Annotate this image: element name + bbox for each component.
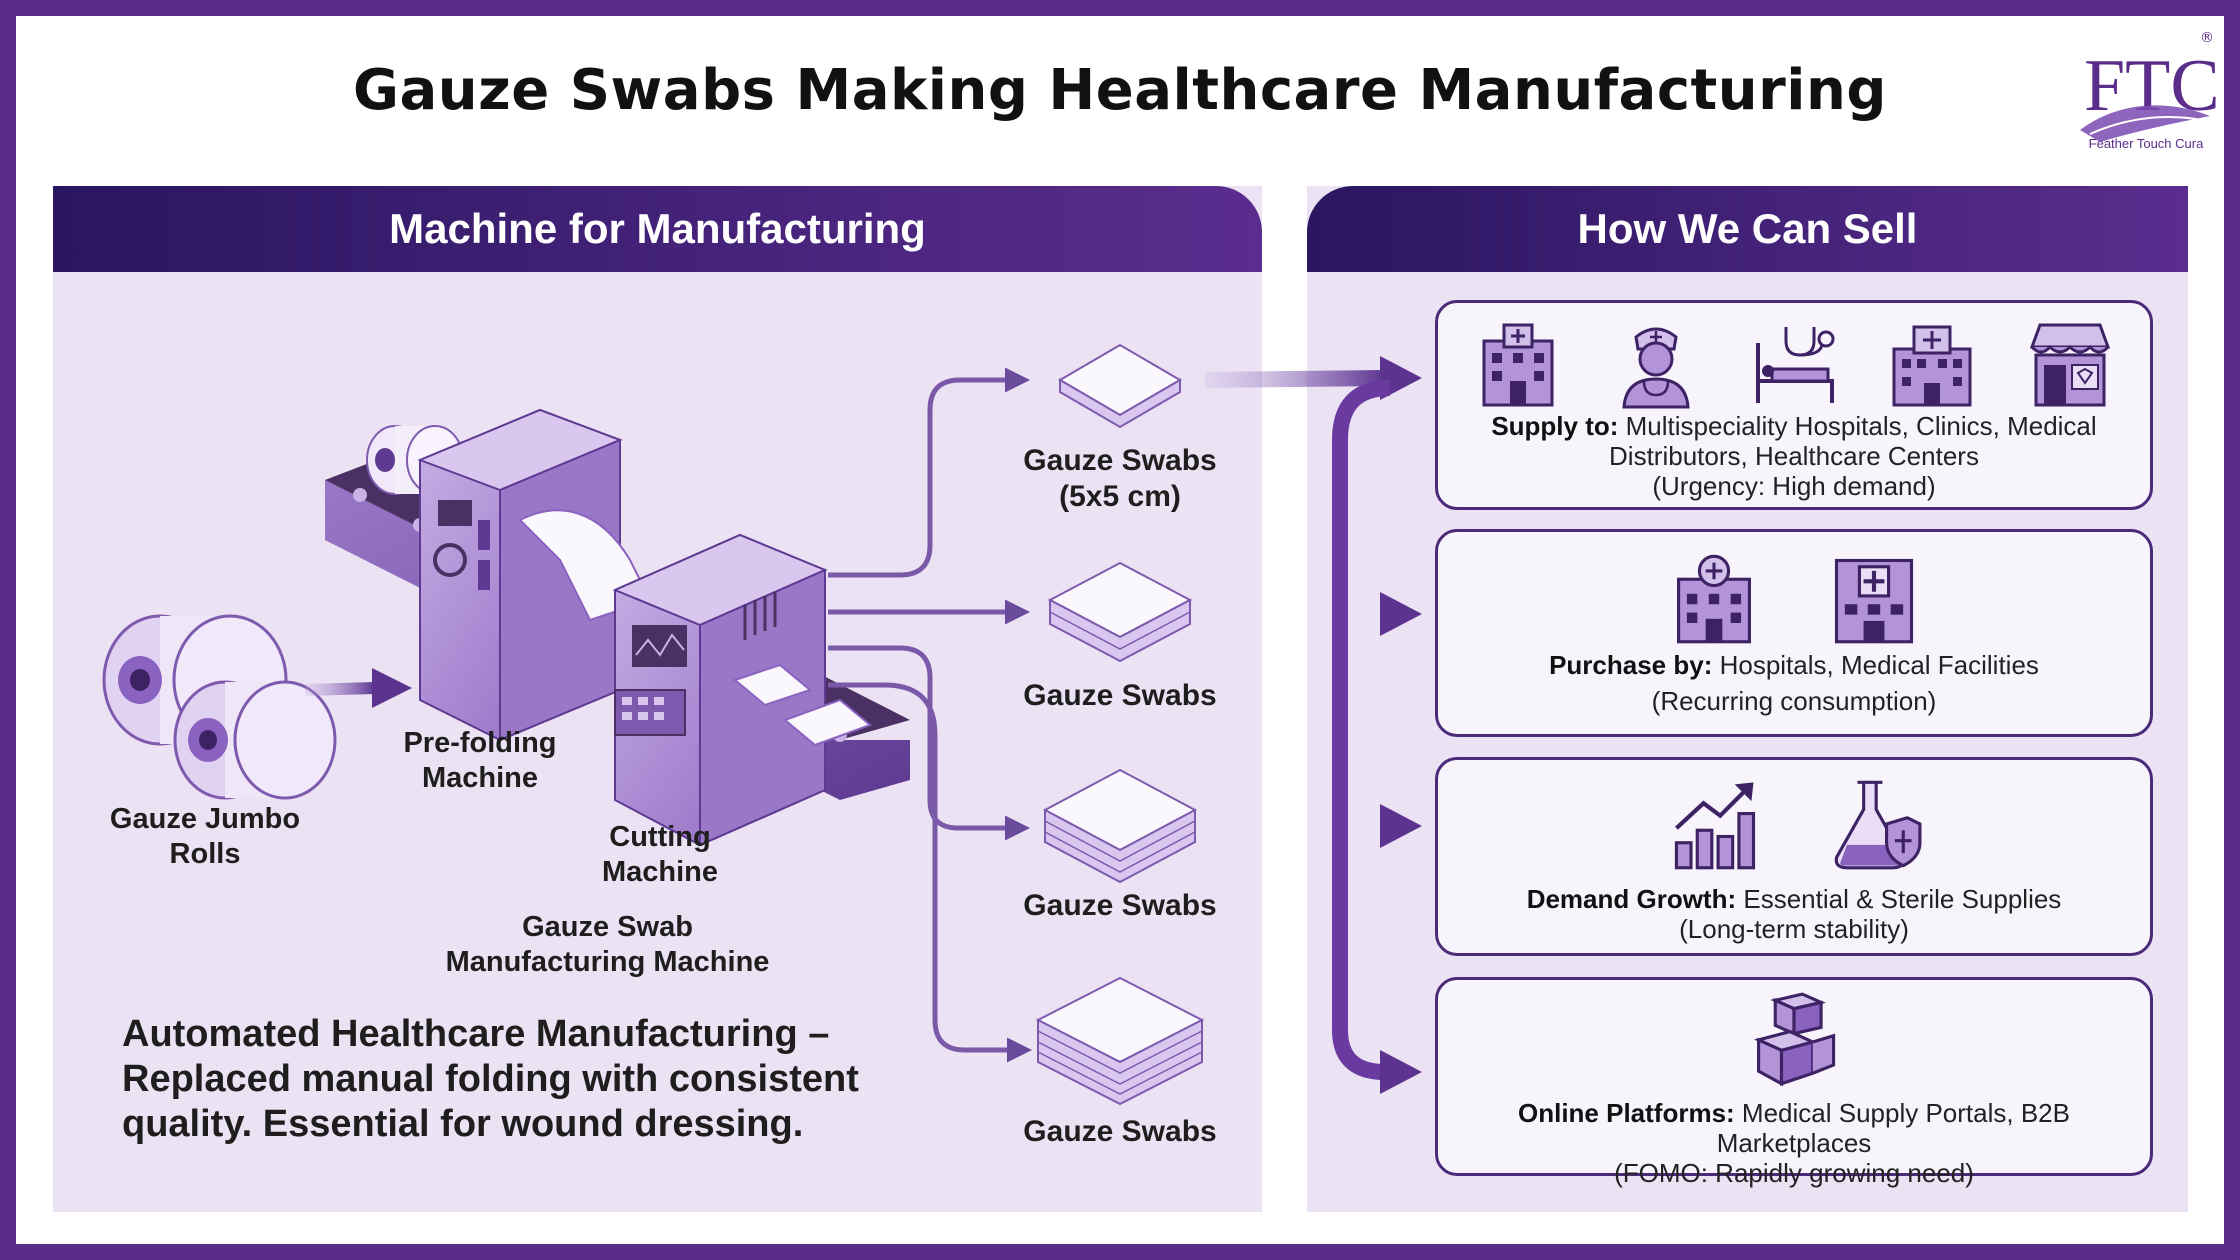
bed-stethoscope-icon — [1756, 327, 1835, 403]
sell-card-purchase-line-1-text: Hospitals, Medical Facilities — [1712, 650, 2039, 680]
sell-card-purchase-text: Purchase by: Hospitals, Medical Faciliti… — [1438, 650, 2150, 716]
store-icon — [2029, 323, 2111, 407]
sell-card-growth-line-1-text: Essential & Sterile Supplies — [1736, 884, 2062, 914]
flask-shield-icon — [1834, 780, 1922, 870]
sell-card-supply-icons — [1438, 315, 2150, 411]
sell-card-purchase-line-1: Purchase by: Hospitals, Medical Faciliti… — [1438, 650, 2150, 680]
hospital-icon — [1677, 554, 1751, 644]
sell-card-purchase: Purchase by: Hospitals, Medical Faciliti… — [1435, 529, 2153, 737]
sell-panel-heading: How We Can Sell — [1307, 186, 2188, 272]
sell-card-growth-icons — [1438, 774, 2150, 874]
sell-card-growth-text: Demand Growth: Essential & Sterile Suppl… — [1438, 884, 2150, 944]
swab-output-size-1: (5x5 cm) — [1059, 480, 1181, 513]
tagline-line-2: Replaced manual folding with consistent — [122, 1058, 859, 1100]
sell-card-supply-bold: Supply to: — [1491, 411, 1619, 441]
sell-card-growth: Demand Growth: Essential & Sterile Suppl… — [1435, 757, 2153, 956]
swab-output-label-2: Gauze Swabs — [1023, 679, 1217, 712]
medical-facility-icon — [1834, 558, 1914, 644]
sell-card-purchase-icons — [1438, 548, 2150, 648]
boxes-icon — [1753, 992, 1836, 1087]
sell-card-supply-line-1-text: Multispeciality Hospitals, Clinics, Medi… — [1618, 411, 2097, 441]
cutting-label: Cutting Machine — [601, 821, 719, 888]
swab-output-name-1: Gauze Swabs — [1023, 444, 1217, 477]
swab-output-label-4: Gauze Swabs — [1023, 1115, 1217, 1148]
prefolding-label: Pre-folding Machine — [403, 727, 557, 794]
swab-machine-label: Gauze Swab Manufacturing Machine — [445, 911, 770, 978]
sell-card-online-line-1-text: Medical Supply Portals, B2B Marketplaces — [1716, 1098, 2070, 1158]
sell-card-online-bold: Online Platforms: — [1518, 1098, 1735, 1128]
hospital-icon — [1482, 323, 1554, 407]
tagline-line-3: quality. Essential for wound dressing. — [122, 1103, 804, 1145]
sell-card-supply-text: Supply to: Multispeciality Hospitals, Cl… — [1438, 411, 2150, 501]
sell-card-supply-line-2: Distributors, Healthcare Centers — [1609, 441, 1979, 471]
logo-tagline: Feather Touch Cura — [2088, 136, 2204, 151]
ftc-logo-icon: FTC — [2080, 45, 2220, 142]
growth-chart-icon — [1674, 782, 1756, 870]
sell-card-growth-line-1: Demand Growth: Essential & Sterile Suppl… — [1438, 884, 2150, 914]
sell-card-online-line-2: (FOMO: Rapidly growing need) — [1614, 1158, 1974, 1188]
sell-card-growth-bold: Demand Growth: — [1526, 884, 1737, 914]
sell-card-online-text: Online Platforms: Medical Supply Portals… — [1438, 1098, 2150, 1188]
sell-card-online-icons — [1438, 992, 2150, 1092]
sell-card-growth-line-2: (Long-term stability) — [1679, 914, 1909, 944]
sell-card-supply: Supply to: Multispeciality Hospitals, Cl… — [1435, 300, 2153, 510]
logo-registered: ® — [2200, 30, 2214, 46]
swab-output-label-3: Gauze Swabs — [1023, 889, 1217, 922]
page-title: Gauze Swabs Making Healthcare Manufactur… — [353, 58, 1887, 123]
tagline: Automated Healthcare Manufacturing – Rep… — [122, 1012, 982, 1147]
machine-panel-heading: Machine for Manufacturing — [53, 186, 1262, 272]
sell-card-supply-line-3: (Urgency: High demand) — [1652, 471, 1936, 501]
sell-card-supply-line-1: Supply to: Multispeciality Hospitals, Cl… — [1438, 411, 2150, 441]
nurse-icon — [1622, 327, 1690, 409]
sell-card-online-line-1: Online Platforms: Medical Supply Portals… — [1438, 1098, 2150, 1158]
sell-card-online: Online Platforms: Medical Supply Portals… — [1435, 977, 2153, 1188]
tagline-line-1: Automated Healthcare Manufacturing – — [122, 1013, 830, 1055]
jumbo-rolls-label: Gauze Jumbo Rolls — [109, 803, 301, 870]
sell-card-purchase-bold: Purchase by: — [1549, 650, 1713, 680]
swab-output-label-1: Gauze Swabs (5x5 cm) — [1000, 443, 1240, 515]
sell-card-purchase-line-2: (Recurring consumption) — [1651, 686, 1937, 716]
clinic-icon — [1892, 325, 1972, 407]
